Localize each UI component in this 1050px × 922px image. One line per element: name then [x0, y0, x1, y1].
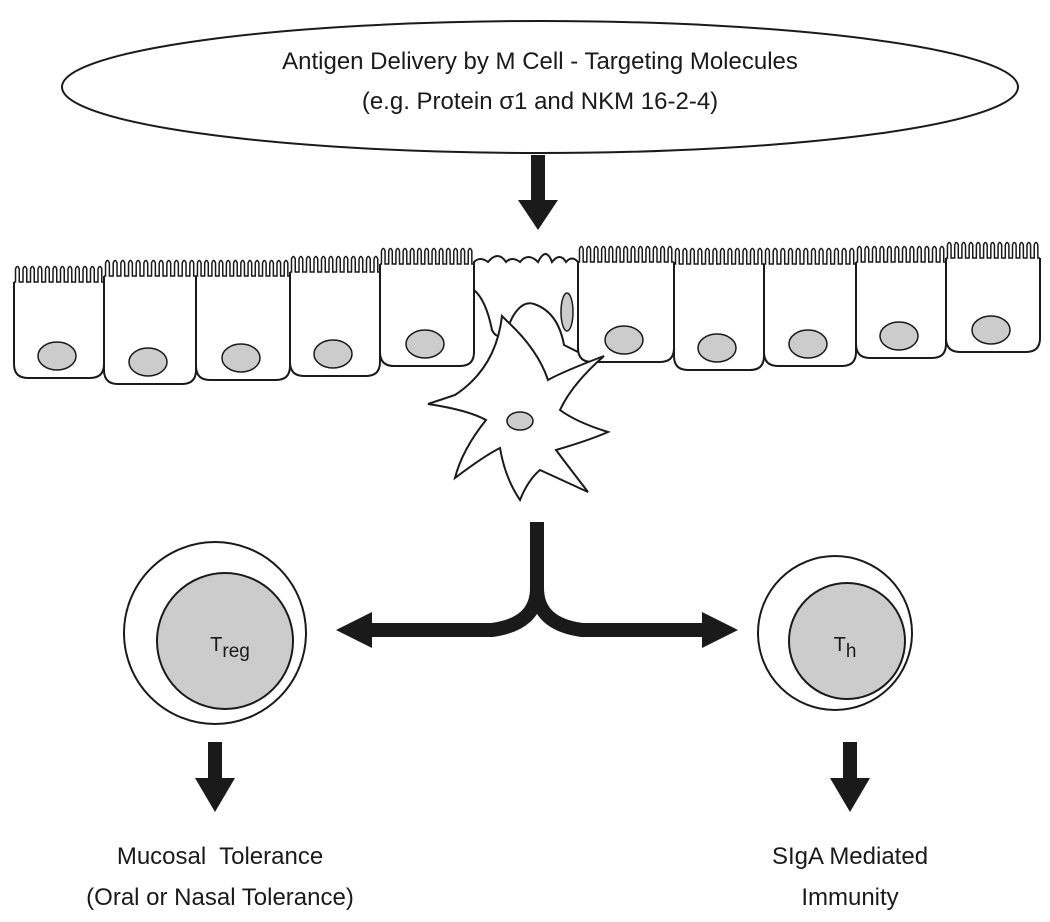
epithelial-cell [289, 255, 381, 377]
immunity-label: Immunity [801, 884, 899, 911]
epithelial-nucleus [37, 341, 77, 371]
epithelial-nucleus [405, 329, 445, 359]
microvilli [290, 255, 380, 273]
arrow-to-treg [336, 612, 372, 648]
microvilli [946, 241, 1040, 259]
microvilli [764, 247, 856, 265]
title-line-1: Antigen Delivery by M Cell - Targeting M… [282, 48, 798, 75]
microvilli [196, 259, 290, 277]
epithelial-cell [577, 245, 675, 363]
epithelial-nucleus [313, 339, 353, 369]
arrow-to-th [702, 612, 738, 648]
epithelial-nucleus [221, 343, 261, 373]
microvilli [14, 265, 104, 283]
th-outcome-arrow [830, 742, 870, 812]
epithelial-cell [855, 245, 947, 359]
treg-label: Treg [185, 634, 275, 663]
treg-label-main: T [210, 634, 223, 656]
th-label-sub: h [845, 641, 857, 662]
th-cell [757, 555, 913, 711]
microvilli [380, 247, 474, 265]
microvilli [674, 247, 764, 265]
epithelium-layer [13, 241, 1041, 385]
epithelial-cell [13, 265, 105, 379]
th-label-main: T [833, 634, 846, 656]
epithelial-cell [195, 259, 291, 381]
treg-cell [123, 541, 307, 725]
epithelial-nucleus [971, 315, 1011, 345]
dendritic-cell-nucleus [506, 411, 534, 431]
antigen-delivery-ellipse [61, 20, 1019, 154]
th-label: Th [805, 634, 885, 663]
epithelial-cell [379, 247, 475, 367]
oral-nasal-tolerance-label: (Oral or Nasal Tolerance) [86, 884, 354, 911]
epithelial-nucleus [604, 325, 644, 355]
epithelial-nucleus [788, 329, 828, 359]
treg-label-sub: reg [222, 641, 250, 662]
epithelial-nucleus [879, 321, 919, 351]
branch-connector [336, 522, 738, 648]
siga-mediated-label: SIgA Mediated [771, 843, 929, 870]
microvilli [856, 245, 946, 263]
mucosal-tolerance-label: Mucosal Tolerance [116, 843, 324, 870]
epithelial-nucleus [128, 347, 168, 377]
epithelial-cell [763, 247, 857, 367]
treg-outcome-arrow [195, 742, 235, 812]
epithelial-cell [945, 241, 1041, 353]
epithelial-cell [103, 259, 197, 385]
epithelial-nucleus [697, 333, 737, 363]
microvilli [578, 245, 674, 263]
title-line-2: (e.g. Protein σ1 and NKM 16-2-4) [361, 88, 719, 115]
microvilli [104, 259, 196, 277]
dendritic-cell [427, 313, 611, 503]
m-cell-nucleus [560, 292, 574, 332]
m-cell [473, 253, 579, 354]
epithelial-cell [673, 247, 765, 371]
delivery-arrow [518, 155, 558, 230]
